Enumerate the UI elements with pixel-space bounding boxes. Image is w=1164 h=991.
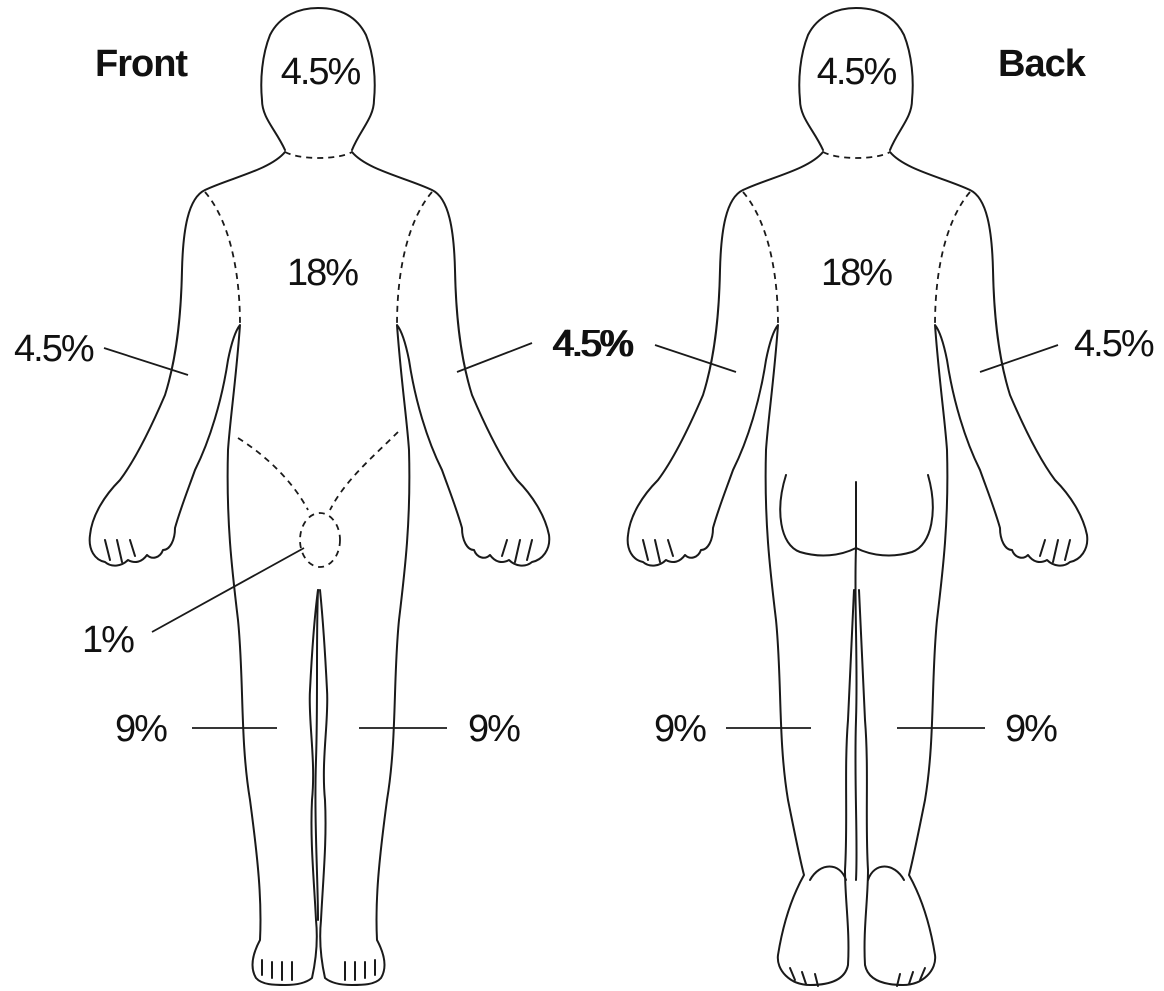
front-figure: Front 4.5% 18% 4.5% 4.5% 1% 9% 9% — [14, 8, 632, 985]
front-right-shoulder-line — [397, 192, 432, 325]
back-figure: Back 4.5% 18% 4.5% 4.5% 9% 9% — [554, 8, 1154, 986]
front-leg-label-left: 9% — [115, 708, 167, 750]
back-body-right-outline — [859, 152, 1087, 985]
back-trunk-label: 18% — [821, 252, 892, 294]
back-title: Back — [998, 43, 1087, 85]
back-leg-label-left: 9% — [654, 708, 706, 750]
back-arm-right-leader — [980, 345, 1058, 372]
front-genital-leader — [152, 548, 304, 632]
back-neck-line — [823, 152, 890, 158]
back-leg-label-right: 9% — [1005, 708, 1057, 750]
front-trunk-label: 18% — [287, 252, 358, 294]
front-right-toes — [345, 960, 375, 980]
back-arm-label-right: 4.5% — [1074, 323, 1154, 365]
front-head-label: 4.5% — [281, 51, 361, 93]
front-body-left-outline — [90, 152, 318, 985]
front-inner-leg-line — [315, 590, 318, 920]
front-genital-oval — [300, 513, 340, 567]
back-head-label: 4.5% — [817, 51, 897, 93]
front-left-fingers — [105, 540, 135, 562]
back-arm-left-leader — [655, 345, 736, 372]
front-arm-label-left: 4.5% — [14, 328, 94, 370]
front-left-shoulder-line — [205, 192, 240, 325]
back-left-heel — [810, 867, 846, 881]
back-arm-label-left: 4.5% — [554, 323, 634, 365]
back-right-shoulder-line — [935, 192, 970, 325]
back-left-toes — [790, 968, 818, 986]
back-right-fingers — [1040, 540, 1070, 562]
back-left-fingers — [643, 540, 673, 562]
front-title: Front — [95, 43, 188, 85]
back-inner-leg-line — [855, 548, 856, 880]
front-arm-right-leader — [457, 343, 532, 372]
front-right-fingers — [502, 540, 532, 562]
back-left-shoulder-line — [743, 192, 778, 325]
front-groin-left-line — [238, 438, 308, 510]
front-groin-right-line — [330, 432, 398, 510]
front-leg-label-right: 9% — [468, 708, 520, 750]
back-right-heel — [868, 867, 904, 881]
front-neck-line — [285, 152, 352, 158]
front-left-toes — [262, 960, 292, 980]
front-genital-label: 1% — [82, 619, 134, 661]
